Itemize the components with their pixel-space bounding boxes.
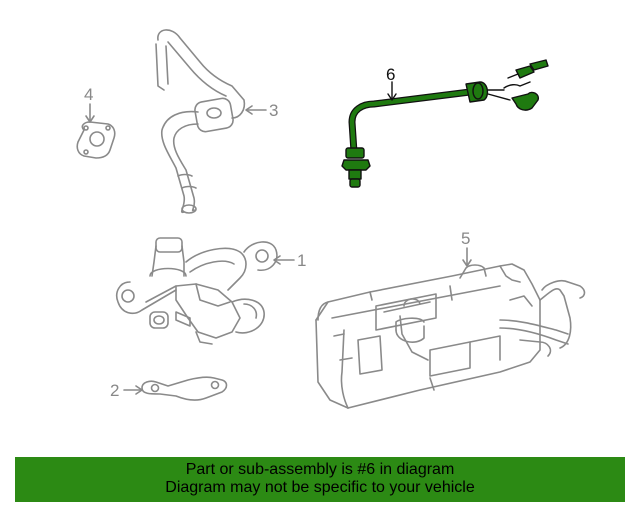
part-5-vapor-canister[interactable]: [315, 263, 586, 409]
part-4-flange-seal[interactable]: [76, 121, 116, 159]
callout-5: 5: [461, 229, 470, 248]
part-info-banner: Part or sub-assembly is #6 in diagram Di…: [15, 457, 625, 502]
banner-line-1: Part or sub-assembly is #6 in diagram: [185, 461, 455, 478]
leader-lines: [85, 103, 472, 395]
callout-6: 6: [386, 65, 395, 84]
callout-4: 4: [84, 85, 93, 104]
part-6-oxygen-sensor[interactable]: [341, 59, 549, 188]
part-1-pump-valve-assembly[interactable]: [115, 237, 278, 345]
callout-2: 2: [110, 381, 119, 400]
callout-3: 3: [269, 101, 278, 120]
exploded-parts-diagram: 1 2 3 4 5 6: [76, 29, 586, 409]
part-2-gasket[interactable]: [141, 376, 228, 401]
banner-line-2: Diagram may not be specific to your vehi…: [165, 479, 475, 496]
callout-1: 1: [297, 251, 306, 270]
callout-labels: 1 2 3 4 5 6: [84, 65, 470, 400]
part-3-vent-hose[interactable]: [155, 29, 246, 214]
